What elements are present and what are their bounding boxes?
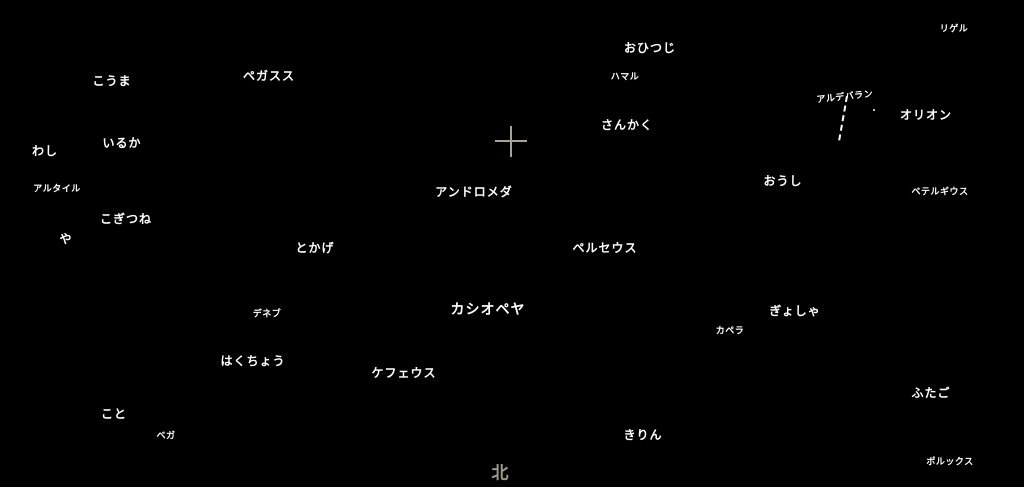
constellation-label: ケフェウス (371, 366, 437, 380)
star-dot (873, 109, 875, 111)
constellation-label: はくちょう (220, 354, 286, 368)
constellation-label: こぎつね (99, 212, 153, 226)
constellation-label: ぎょしゃ (769, 304, 821, 318)
constellation-label: オリオン (899, 108, 953, 122)
constellation-label: とかげ (295, 241, 335, 255)
constellation-label: カシオペヤ (450, 302, 526, 318)
constellation-label: きりん (623, 428, 663, 442)
constellation-label: アンドロメダ (435, 185, 513, 199)
constellation-label: おうし (763, 174, 803, 188)
constellation-label: ペルセウス (572, 241, 638, 255)
constellation-label: こうま (92, 74, 132, 88)
constellation-label: いるか (102, 136, 142, 150)
constellation-label: ペガスス (242, 69, 296, 83)
constellation-label: こと (100, 407, 128, 421)
star-name-label: リゲル (939, 24, 969, 35)
star-name-label: カペラ (715, 326, 745, 337)
constellation-label: ふたご (911, 386, 951, 400)
star-name-label: ハマル (610, 72, 640, 83)
constellation-label: おひつじ (623, 41, 677, 55)
star-name-label: ベガ (156, 431, 176, 442)
star-name-label: アルタイル (33, 184, 81, 195)
star-name-label: デネブ (252, 309, 282, 320)
north-direction-label: 北 (491, 463, 509, 484)
star-name-label: ポルックス (926, 457, 974, 468)
star-name-label: ベテルギウス (911, 187, 969, 198)
constellation-label: わし (31, 144, 59, 158)
constellation-label: や (59, 232, 73, 246)
crosshair-vertical-arm (510, 126, 512, 157)
constellation-label: さんかく (600, 118, 654, 132)
